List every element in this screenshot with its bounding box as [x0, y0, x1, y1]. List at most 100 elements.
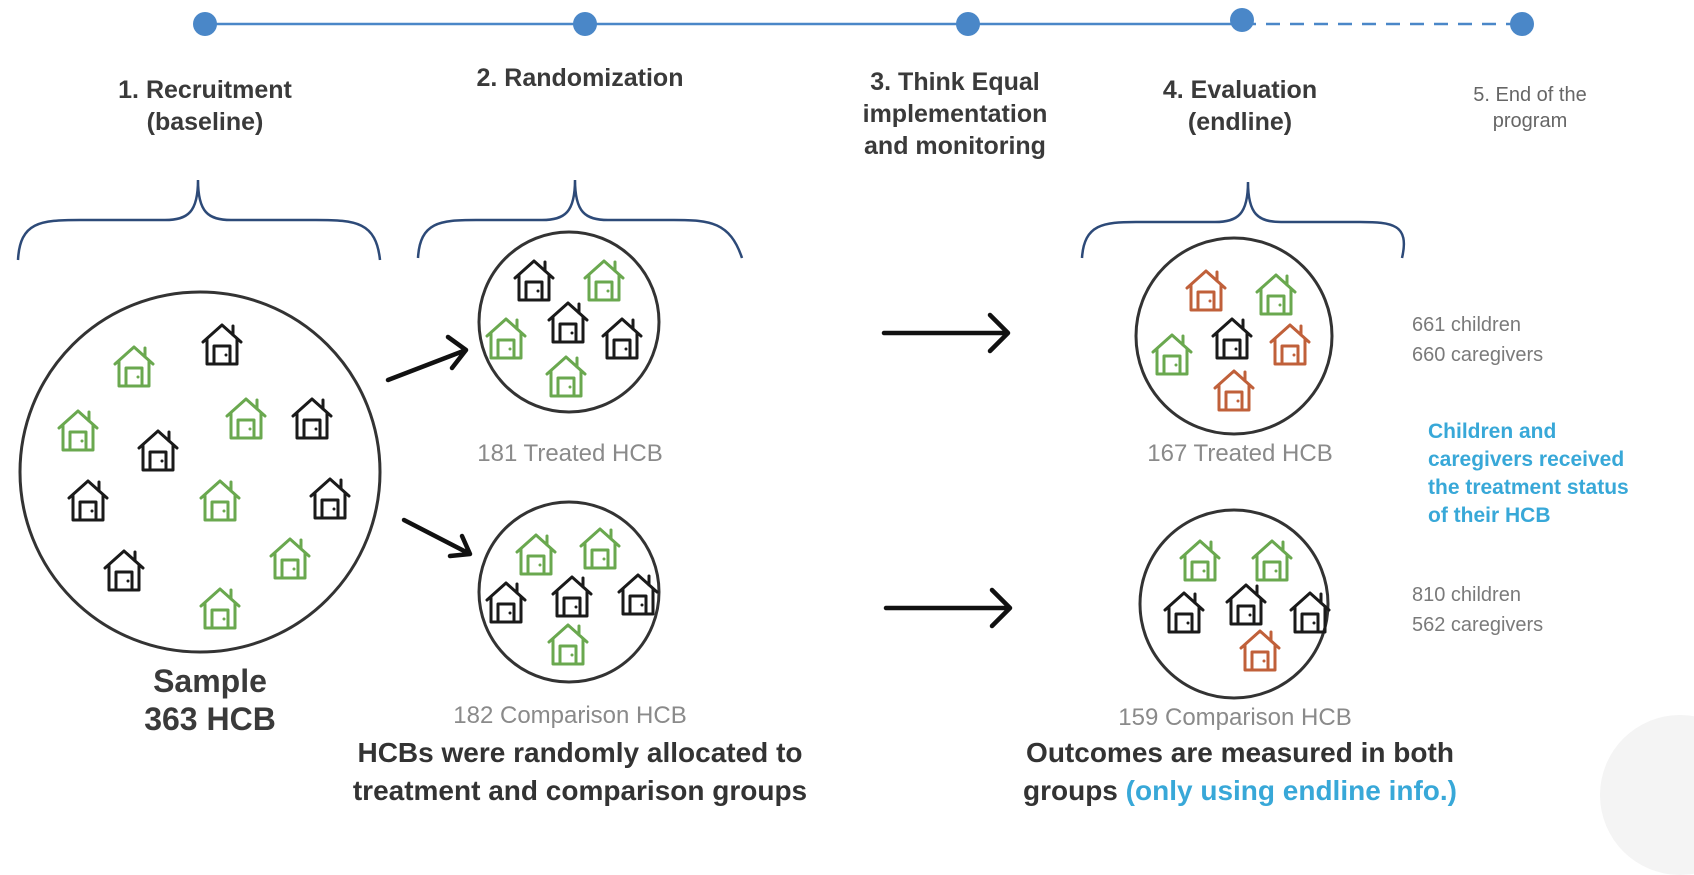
- note-line-2: caregivers received: [1428, 448, 1625, 471]
- arrow-icon: [883, 587, 1013, 629]
- comparison-caregivers-count: 562 caregivers: [1412, 614, 1544, 636]
- treated-caregivers-count: 660 caregivers: [1412, 344, 1544, 366]
- house-icon: [1179, 539, 1221, 582]
- step-4-subtitle: (endline): [1187, 108, 1293, 136]
- house-icon: [309, 477, 351, 520]
- house-icon: [201, 323, 243, 366]
- house-icon: [67, 479, 109, 522]
- randomization-caption-line-2: treatment and comparison groups: [352, 775, 808, 806]
- eval-comparison-label: 159 Comparison HCB: [1118, 704, 1352, 731]
- arrow-icon: [401, 517, 473, 559]
- note-line-4: of their HCB: [1428, 504, 1551, 527]
- rand-comparison-label: 182 Comparison HCB: [453, 702, 687, 729]
- timeline-dot-2: [573, 12, 597, 36]
- rand-treated-label: 181 Treated HCB: [477, 440, 663, 467]
- treatment-status-note: Children and caregivers received the tre…: [1428, 418, 1692, 530]
- timeline-dot-3: [956, 12, 980, 36]
- timeline: [193, 8, 1534, 36]
- eval-comparison-circle: [1138, 508, 1330, 700]
- house-icon: [617, 573, 659, 616]
- evaluation-diagram: [16, 8, 1534, 700]
- sample-title: Sample: [153, 663, 267, 699]
- step-4-title: 4. Evaluation: [1162, 76, 1318, 104]
- house-icon: [1255, 273, 1297, 316]
- house-icon: [1213, 369, 1255, 412]
- step-1-subtitle: (baseline): [146, 108, 264, 136]
- house-icon: [1269, 323, 1311, 366]
- house-icon: [513, 259, 555, 302]
- comparison-group-circle: [477, 500, 661, 684]
- comparison-children-count: 810 children: [1412, 584, 1521, 606]
- house-icon: [515, 533, 557, 576]
- treated-children-count: 661 children: [1412, 314, 1521, 336]
- house-icon: [547, 301, 589, 344]
- randomization-caption-line-1: HCBs were randomly allocated to: [357, 737, 803, 768]
- house-icon: [1251, 539, 1293, 582]
- eval-treated-label: 167 Treated HCB: [1147, 440, 1333, 467]
- step-1-label: 1. Recruitment (baseline): [55, 74, 355, 138]
- house-icon: [103, 549, 145, 592]
- house-icon: [1151, 333, 1193, 376]
- sample-houses: [57, 323, 351, 630]
- evaluation-caption: Outcomes are measured in both groups (on…: [980, 734, 1500, 810]
- step-3-label: 3. Think Equal implementation and monito…: [790, 66, 1120, 162]
- curly-brace-icon: [1080, 181, 1406, 259]
- house-icon: [1185, 269, 1227, 312]
- house-icon: [579, 527, 621, 570]
- eval-treated-houses: [1151, 269, 1311, 412]
- house-icon: [485, 317, 527, 360]
- house-icon: [1289, 591, 1331, 634]
- curly-brace-icon: [16, 179, 382, 261]
- house-icon: [1211, 317, 1253, 360]
- house-icon: [545, 355, 587, 398]
- step-5-subtitle: program: [1492, 110, 1568, 132]
- step-3-title: 3. Think Equal: [870, 68, 1040, 96]
- step-5-title: 5. End of the: [1473, 84, 1587, 106]
- comparison-houses: [485, 527, 659, 666]
- timeline-dot-5: [1510, 12, 1534, 36]
- note-line-1: Children and: [1428, 420, 1557, 443]
- eval-treated-circle: [1134, 236, 1334, 436]
- house-icon: [291, 397, 333, 440]
- evaluation-caption-highlight: (only using endline info.): [1125, 775, 1457, 806]
- step-3-subtitle: implementation: [862, 100, 1048, 128]
- house-icon: [137, 429, 179, 472]
- house-icon: [199, 587, 241, 630]
- house-icon: [57, 409, 99, 452]
- house-icon: [199, 479, 241, 522]
- step-2-label: 2. Randomization: [430, 62, 730, 94]
- sample-label: Sample 363 HCB: [90, 662, 330, 738]
- step-1-title: 1. Recruitment: [118, 76, 292, 104]
- randomization-caption: HCBs were randomly allocated to treatmen…: [300, 734, 860, 810]
- timeline-dot-1: [193, 12, 217, 36]
- house-icon: [113, 345, 155, 388]
- house-icon: [601, 317, 643, 360]
- step-4-label: 4. Evaluation (endline): [1090, 74, 1390, 138]
- house-icon: [551, 575, 593, 618]
- house-icon: [547, 623, 589, 666]
- timeline-dot-4: [1230, 8, 1254, 32]
- house-icon: [1163, 591, 1205, 634]
- house-icon: [1225, 583, 1267, 626]
- treated-counts: 661 children 660 caregivers: [1412, 310, 1632, 370]
- house-icon: [485, 581, 527, 624]
- house-icon: [269, 537, 311, 580]
- step-2-title: 2. Randomization: [476, 64, 684, 92]
- evaluation-caption-line-2: groups (only using endline info.): [980, 772, 1500, 810]
- curly-brace-icon: [416, 179, 744, 259]
- comparison-counts: 810 children 562 caregivers: [1412, 580, 1632, 640]
- evaluation-caption-line-1: Outcomes are measured in both: [1026, 737, 1454, 768]
- treated-group-circle: [477, 230, 661, 414]
- house-icon: [225, 397, 267, 440]
- arrow-icon: [385, 334, 469, 383]
- house-icon: [1239, 629, 1281, 672]
- eval-comparison-houses: [1163, 539, 1331, 672]
- evaluation-caption-groups: groups: [1023, 775, 1118, 806]
- note-line-3: the treatment status: [1428, 476, 1629, 499]
- treated-houses: [485, 259, 643, 398]
- step-5-label: 5. End of the program: [1420, 82, 1640, 134]
- house-icon: [583, 259, 625, 302]
- arrow-icon: [881, 312, 1011, 354]
- sample-count: 363 HCB: [144, 701, 276, 737]
- sample-circle: [18, 290, 382, 654]
